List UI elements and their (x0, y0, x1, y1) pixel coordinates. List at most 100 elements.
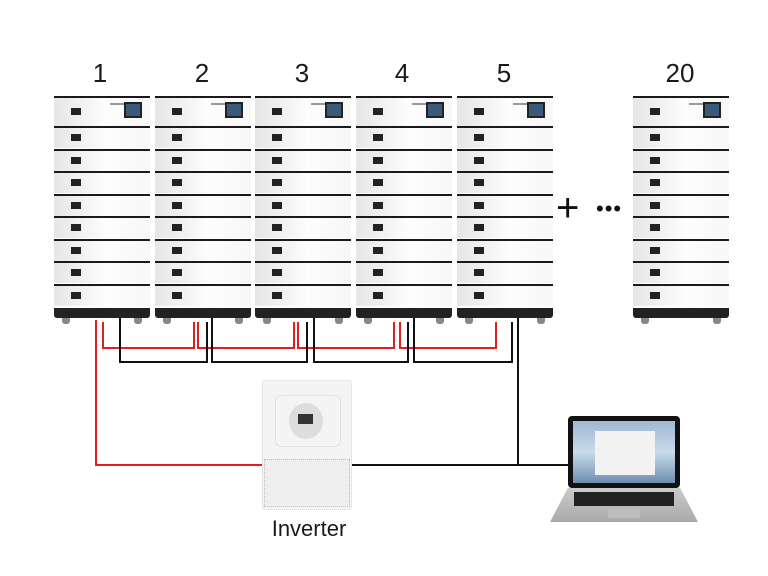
trackpad (608, 508, 640, 518)
stack-base (255, 308, 351, 318)
handle-icon (373, 201, 383, 209)
screen-icon (325, 102, 343, 118)
handle-icon (474, 291, 484, 299)
handle-icon (71, 108, 81, 115)
wheel-icon (436, 318, 444, 324)
battery-module (457, 171, 553, 193)
laptop-screen (568, 416, 680, 488)
battery-module (54, 238, 150, 261)
handle-icon (272, 108, 282, 115)
handle-icon (373, 291, 383, 299)
stack-label-1: 1 (92, 58, 108, 88)
handle-icon (272, 246, 282, 254)
handle-icon (474, 269, 484, 276)
handle-icon (71, 201, 81, 209)
handle-icon (172, 201, 182, 209)
battery-module (255, 193, 351, 216)
handle-icon (272, 134, 282, 141)
handle-icon (373, 269, 383, 276)
wheel-icon (235, 318, 243, 324)
wheel-icon (335, 318, 343, 324)
control-module (255, 96, 351, 126)
ellipsis-icon: ••• (596, 196, 623, 221)
battery-module (255, 126, 351, 148)
battery-module (633, 148, 729, 171)
handle-icon (474, 224, 484, 231)
handle-icon (373, 179, 383, 186)
battery-module (155, 261, 251, 283)
stack-base (356, 308, 452, 318)
battery-stack (255, 96, 351, 324)
handle-icon (650, 246, 660, 254)
positive-link-2-3 (197, 322, 295, 349)
stack-label-20: 20 (665, 58, 695, 88)
battery-module (356, 238, 452, 261)
handle-icon (172, 246, 182, 254)
negative-link-1-2 (119, 316, 208, 363)
control-module (633, 96, 729, 126)
handle-icon (172, 108, 182, 115)
control-module (54, 96, 150, 126)
wheel-icon (713, 318, 721, 324)
handle-icon (474, 108, 484, 115)
battery-stack (356, 96, 452, 324)
battery-module (255, 238, 351, 261)
battery-module (633, 171, 729, 193)
battery-module (633, 283, 729, 306)
handle-icon (373, 246, 383, 254)
battery-stack (457, 96, 553, 324)
stack-label-3: 3 (294, 58, 310, 88)
app-window (595, 431, 655, 475)
battery-module (155, 193, 251, 216)
negative-link-4-5 (413, 316, 513, 363)
battery-module (457, 238, 553, 261)
handle-icon (172, 291, 182, 299)
battery-module (633, 261, 729, 283)
battery-module (457, 148, 553, 171)
handle-icon (272, 291, 282, 299)
battery-stack (54, 96, 150, 324)
positive-link-3-4 (297, 322, 395, 349)
inverter (262, 380, 352, 510)
negative-link-2-3 (211, 316, 308, 363)
handle-icon (71, 246, 81, 254)
battery-module (457, 283, 553, 306)
positive-wire-main (95, 320, 265, 466)
battery-module (54, 261, 150, 283)
battery-module (356, 216, 452, 238)
handle-icon (71, 179, 81, 186)
screen-icon (124, 102, 142, 118)
battery-module (633, 126, 729, 148)
wheel-icon (641, 318, 649, 324)
handle-icon (272, 156, 282, 164)
wheel-icon (263, 318, 271, 324)
handle-icon (373, 134, 383, 141)
battery-module (457, 261, 553, 283)
plus-icon: + (556, 186, 580, 230)
handle-icon (474, 134, 484, 141)
handle-icon (272, 224, 282, 231)
battery-module (255, 261, 351, 283)
stack-base (155, 308, 251, 318)
battery-module (155, 148, 251, 171)
keyboard (574, 492, 674, 506)
positive-link-1-2 (102, 322, 195, 349)
handle-icon (650, 201, 660, 209)
handle-icon (272, 201, 282, 209)
control-module (356, 96, 452, 126)
stack-label-2: 2 (194, 58, 210, 88)
wheel-icon (364, 318, 372, 324)
handle-icon (272, 179, 282, 186)
handle-icon (172, 134, 182, 141)
battery-module (356, 126, 452, 148)
handle-icon (474, 246, 484, 254)
screen-icon (703, 102, 721, 118)
handle-icon (172, 269, 182, 276)
positive-link-4-5 (399, 322, 497, 349)
handle-icon (71, 224, 81, 231)
inverter-terminal-box (264, 459, 350, 507)
handle-icon (650, 269, 660, 276)
wheel-icon (62, 318, 70, 324)
handle-icon (650, 108, 660, 115)
battery-module (155, 126, 251, 148)
